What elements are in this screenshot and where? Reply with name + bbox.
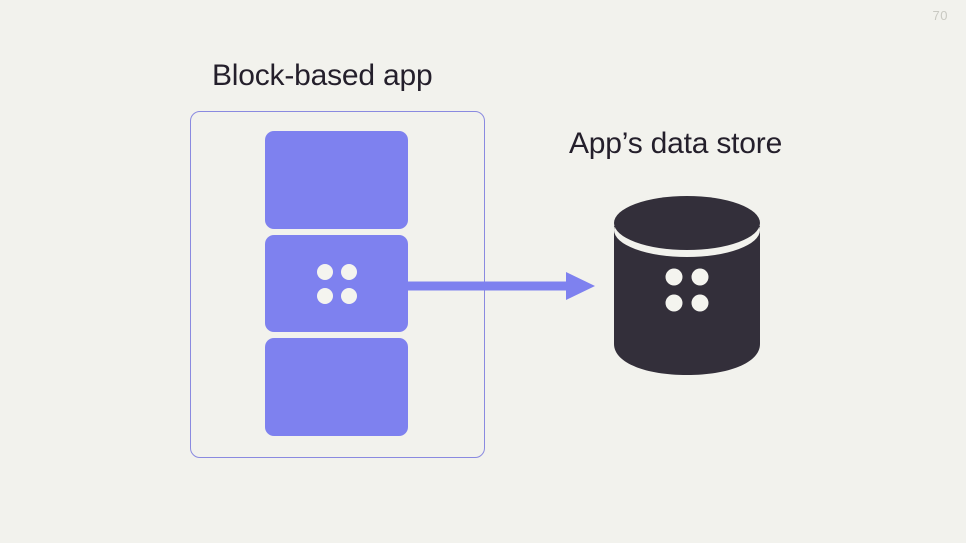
block-stack [265,131,408,437]
dot [665,294,683,312]
dot [340,287,357,304]
block-top[interactable] [265,131,408,229]
dot [316,287,333,304]
page-number: 70 [932,8,948,23]
dot [691,268,709,286]
dot [691,294,709,312]
dot [316,263,333,280]
block-middle[interactable] [265,234,408,333]
dot [665,268,683,286]
dot [340,263,357,280]
app-data-store-title: App’s data store [569,127,783,160]
block-bottom[interactable] [265,338,408,437]
block-dot-grid-icon [316,263,357,304]
block-based-app-title: Block-based app [212,59,433,92]
cylinder-dot-grid-icon [665,268,709,312]
database-cylinder-icon[interactable] [612,192,762,378]
flow-arrow-right-icon [406,266,598,306]
